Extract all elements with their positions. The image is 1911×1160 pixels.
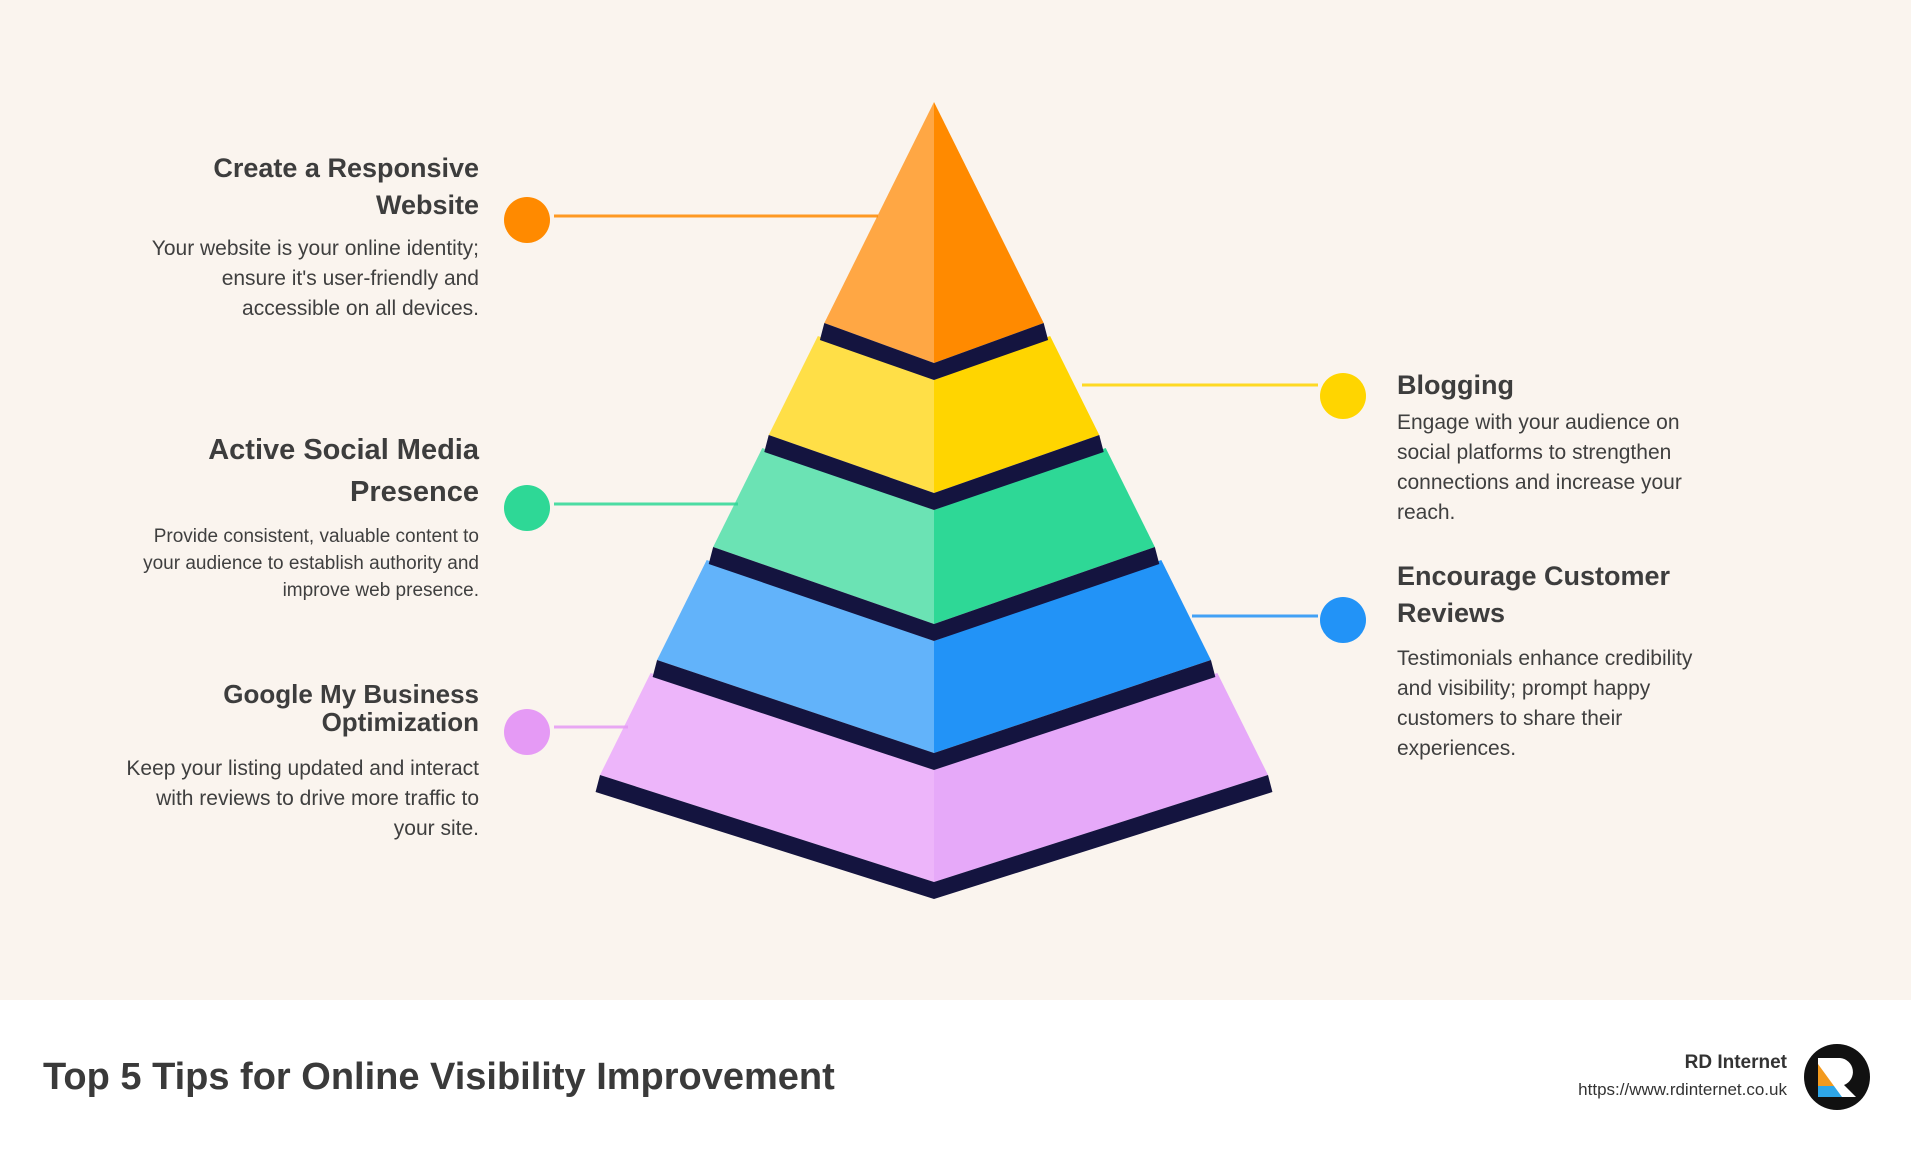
pyramid-layer-gmb-left xyxy=(600,673,934,882)
tip-title: Blogging xyxy=(1397,370,1514,400)
pyramid-layer-website-shadow xyxy=(819,323,1049,380)
tip-google-my-business: Google My Business Optimization Keep you… xyxy=(120,680,479,844)
logo-orange-shape xyxy=(1818,1064,1834,1086)
connector-dot-blogging xyxy=(1320,373,1366,419)
footer: Top 5 Tips for Online Visibility Improve… xyxy=(0,1000,1911,1160)
logo-blue-shape xyxy=(1818,1086,1842,1097)
tip-title: Google My Business Optimization xyxy=(223,679,479,737)
rd-internet-logo-icon xyxy=(1804,1044,1870,1110)
infographic-stage: Create a Responsive Website Your website… xyxy=(120,102,1727,899)
pyramid-layer-social-shadow xyxy=(708,547,1160,641)
pyramid-layer-reviews-right xyxy=(934,560,1211,753)
pyramid-layer-website-right xyxy=(934,102,1044,363)
tip-active-social-media: Active Social Media Presence Provide con… xyxy=(120,429,479,604)
tip-description: Keep your listing updated and interact w… xyxy=(126,757,479,840)
tip-create-responsive-website: Create a Responsive Website Your website… xyxy=(120,150,479,324)
tip-description: Provide consistent, valuable content to … xyxy=(143,526,479,601)
connector-dot-website xyxy=(504,197,550,243)
tip-title: Active Social Media Presence xyxy=(208,434,479,508)
connector-dot-social xyxy=(504,485,550,531)
tip-description: Your website is your online identity; en… xyxy=(151,237,479,320)
connector-dot-reviews xyxy=(1320,597,1366,643)
pyramid-layer-blogging-shadow xyxy=(764,435,1104,510)
pyramid-layer-reviews-left xyxy=(657,560,934,753)
page-title: Top 5 Tips for Online Visibility Improve… xyxy=(43,1056,835,1098)
brand-url-link[interactable]: https://www.rdinternet.co.uk xyxy=(1578,1080,1787,1099)
pyramid-layer-social-left xyxy=(713,448,934,624)
tip-description: Engage with your audience on social plat… xyxy=(1397,411,1682,524)
tip-title: Create a Responsive Website xyxy=(213,153,479,220)
pyramid-layer-website-left xyxy=(824,102,934,363)
brand-name: RD Internet xyxy=(1684,1052,1787,1073)
brand-block: RD Internet https://www.rdinternet.co.uk xyxy=(1578,1050,1787,1104)
pyramid-diagram xyxy=(504,102,1366,899)
tip-blogging: Blogging Engage with your audience on so… xyxy=(1397,368,1727,528)
tip-description: Testimonials enhance credibility and vis… xyxy=(1397,647,1693,760)
connector-dot-gmb xyxy=(504,709,550,755)
pyramid-layer-social-right xyxy=(934,448,1155,624)
pyramid-layer-gmb-right xyxy=(934,673,1268,882)
pyramid-layer-blogging-right xyxy=(934,336,1100,493)
tip-customer-reviews: Encourage Customer Reviews Testimonials … xyxy=(1397,558,1727,764)
tip-title: Encourage Customer Reviews xyxy=(1397,561,1671,628)
pyramid-layer-blogging-left xyxy=(768,336,934,493)
